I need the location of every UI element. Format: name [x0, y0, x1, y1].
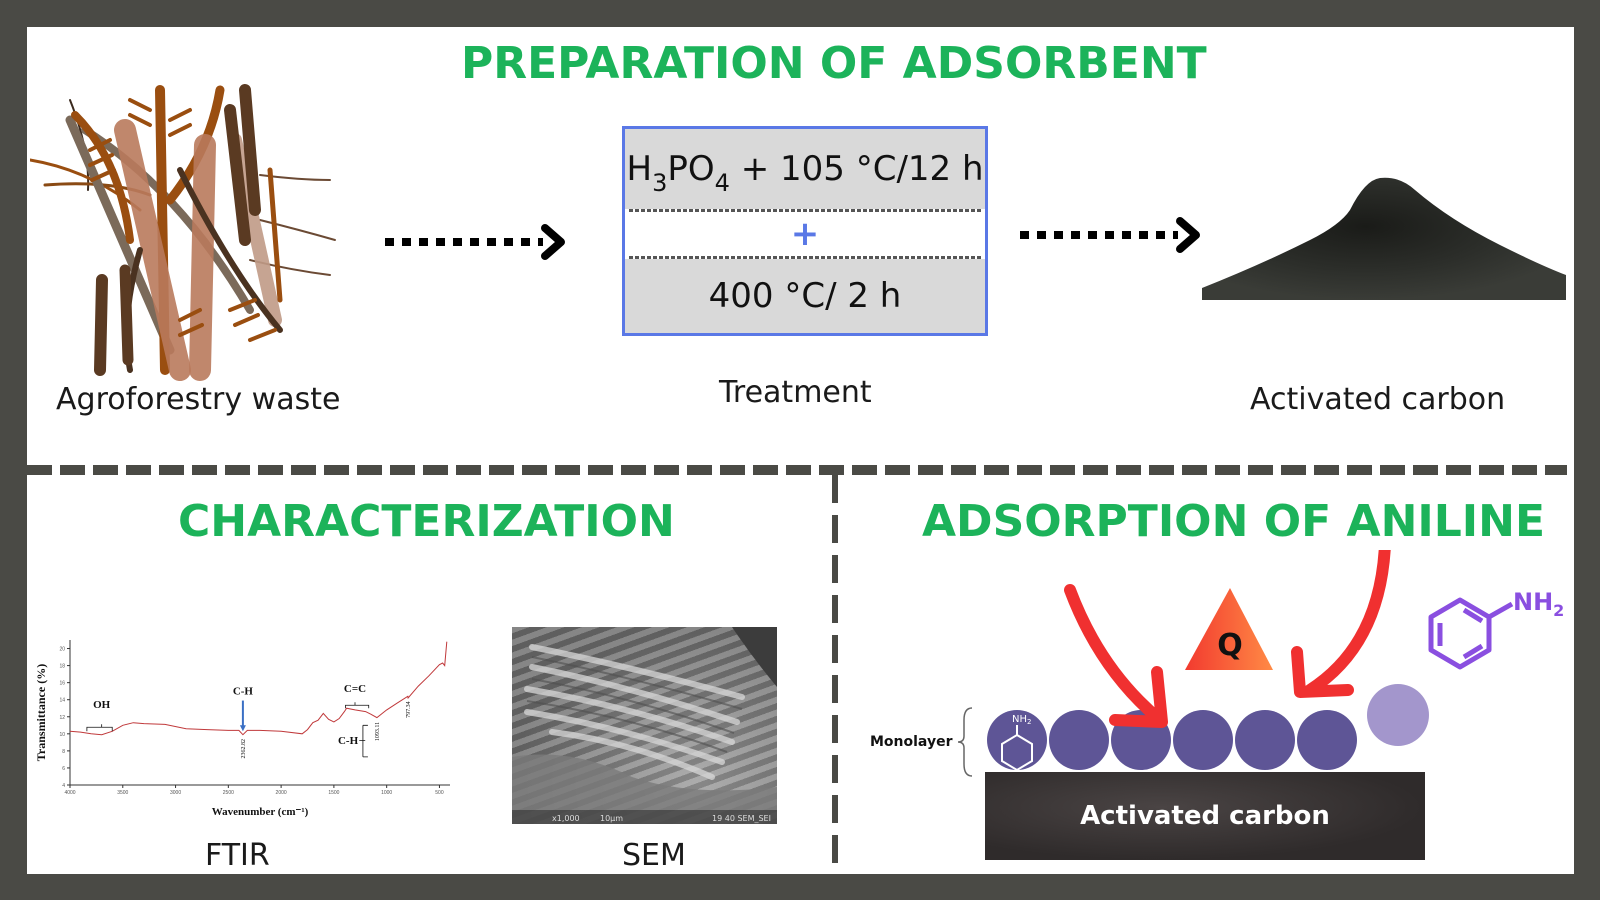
x-tick-label: 500 — [435, 790, 444, 796]
formula-po: PO — [667, 149, 715, 189]
aniline-amine-label: NH2 — [1513, 588, 1564, 620]
process-arrow-2 — [1020, 217, 1200, 253]
heat-symbol: Q — [1217, 628, 1243, 663]
vertical-divider — [832, 475, 838, 875]
adsorption-title: ADSORPTION OF ANILINE — [922, 496, 1546, 547]
adsorbed-molecule — [1297, 710, 1357, 770]
formula-sub-3: 3 — [652, 169, 668, 197]
x-tick-label: 3000 — [170, 790, 181, 796]
y-tick-label: 6 — [62, 766, 65, 772]
sem-fibers: x1,000 10µm 19 40 SEM_SEI — [512, 627, 777, 824]
characterization-title: CHARACTERIZATION — [178, 496, 675, 547]
step-1-conditions: + 105 °C/12 h — [729, 149, 984, 189]
bracket-ch-2 — [359, 724, 368, 758]
adsorption-arrow-right — [1304, 550, 1391, 696]
arrow-head-right — [1291, 646, 1354, 698]
arrow-ch-head — [239, 725, 246, 732]
activated-carbon-substrate: Activated carbon — [985, 772, 1425, 860]
activated-carbon-pile — [1202, 177, 1566, 300]
monolayer-label: Monolayer — [870, 734, 953, 750]
ftir-label: FTIR — [205, 838, 270, 873]
x-tick-label: 1500 — [328, 790, 339, 796]
monolayer-brace — [957, 707, 973, 777]
annotation-ch-2: C-H — [338, 735, 359, 747]
adsorbed-molecule — [1049, 710, 1109, 770]
free-molecule — [1367, 684, 1429, 746]
process-arrow-1 — [385, 224, 565, 260]
aniline-mini-icon — [1001, 725, 1033, 772]
x-tick-label: 2000 — [276, 790, 287, 796]
x-tick-label: 2500 — [223, 790, 234, 796]
spectrum-line — [69, 641, 448, 736]
sem-label: SEM — [622, 838, 686, 873]
substrate-label: Activated carbon — [1080, 801, 1330, 831]
treatment-label: Treatment — [719, 375, 872, 410]
y-tick-label: 4 — [62, 783, 65, 789]
x-tick-label: 4000 — [64, 790, 75, 796]
adsorbed-molecule — [1235, 710, 1295, 770]
y-tick-label: 18 — [59, 664, 65, 670]
sem-scale-bar: 10µm — [600, 814, 623, 823]
plus-icon: + — [790, 214, 820, 254]
monolayer-molecules — [987, 684, 1429, 770]
x-tick-label: 1000 — [381, 790, 392, 796]
peak-label-1093: 1093.11 — [375, 722, 381, 741]
ftir-chart: 4 6 8 10 12 14 16 18 20 4000 3500 3000 2500 2000 1500 1… — [35, 640, 450, 818]
sem-image: x1,000 10µm 19 40 SEM_SEI — [512, 627, 777, 824]
formula-h: H — [626, 149, 653, 189]
treatment-step-2: 400 °C/ 2 h — [625, 259, 985, 333]
x-axis-label: Wavenumber (cm⁻¹) — [212, 806, 309, 818]
y-tick-label: 10 — [59, 732, 65, 738]
divider-dotted — [629, 256, 981, 259]
y-tick-label: 20 — [59, 647, 65, 653]
peak-label-797: 797.34 — [406, 701, 412, 718]
annotation-oh: OH — [93, 699, 111, 711]
adsorption-diagram: Q NH2 Monolayer NH2 — [870, 550, 1564, 777]
formula-sub-4: 4 — [714, 169, 730, 197]
annotation-cc: C=C — [344, 683, 366, 695]
peak-label-2362: 2362.82 — [241, 739, 247, 759]
sem-info: 19 40 SEM_SEI — [712, 814, 771, 823]
horizontal-divider — [27, 465, 1567, 475]
y-tick-label: 12 — [59, 715, 65, 721]
activated-carbon-label: Activated carbon — [1250, 382, 1506, 417]
bracket-oh — [86, 724, 113, 732]
preparation-title: PREPARATION OF ADSORBENT — [461, 38, 1207, 89]
y-tick-label: 8 — [62, 749, 65, 755]
agroforestry-waste-label: Agroforestry waste — [56, 382, 341, 417]
x-tick-label: 3500 — [117, 790, 128, 796]
adsorbed-molecule — [1173, 710, 1233, 770]
heat-triangle-icon — [1185, 588, 1273, 670]
twig-bundle — [30, 84, 336, 381]
aniline-mini-label: NH2 — [1012, 714, 1031, 726]
divider-dotted — [629, 209, 981, 212]
y-axis-label: Transmittance (%) — [35, 664, 48, 761]
y-tick-label: 16 — [59, 681, 65, 687]
annotation-ch-1: C-H — [233, 686, 254, 698]
y-tick-label: 14 — [59, 698, 65, 704]
treatment-joiner: + — [625, 212, 985, 256]
agroforestry-waste-illustration — [30, 84, 336, 381]
bracket-cc — [345, 702, 370, 709]
arrow-head-left — [1109, 666, 1168, 728]
sem-magnification: x1,000 — [552, 814, 580, 823]
adsorption-arrow-left — [1064, 584, 1166, 726]
aniline-structure-icon — [1428, 597, 1514, 670]
